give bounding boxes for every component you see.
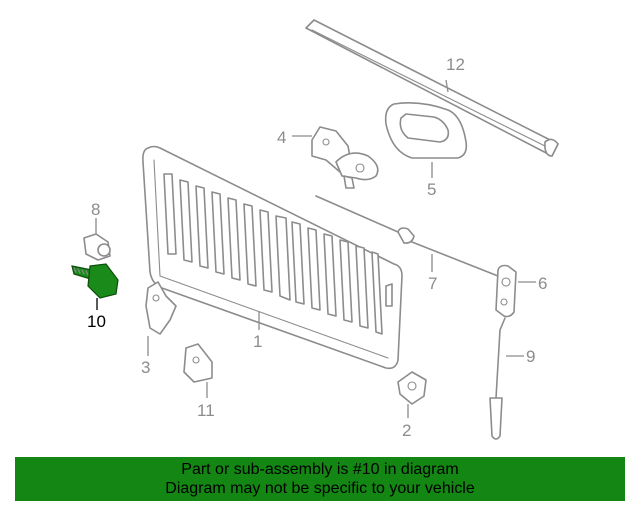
callout-11: 11 [197, 401, 215, 420]
banner-line-2: Diagram may not be specific to your vehi… [165, 480, 475, 497]
tailgate-latch[interactable] [495, 264, 517, 318]
latch-rod[interactable] [315, 195, 499, 277]
callout-6: 6 [538, 274, 547, 293]
top-trim-rail[interactable] [305, 19, 559, 157]
callout-1: 1 [253, 332, 262, 351]
banner-line-1: Part or sub-assembly is #10 in diagram [181, 461, 459, 478]
parts-diagram: 12 4 5 8 7 6 10 1 3 9 11 2 [71, 19, 559, 440]
callout-4: 4 [277, 128, 286, 147]
callout-9: 9 [526, 347, 535, 366]
hinge-bracket[interactable] [183, 343, 213, 383]
callout-12: 12 [446, 55, 465, 74]
latch-bracket[interactable] [311, 126, 379, 189]
callout-5: 5 [427, 180, 436, 199]
tailgate-handle[interactable] [384, 102, 468, 159]
support-cable[interactable] [489, 317, 506, 440]
callout-3: 3 [141, 358, 150, 377]
bolt-highlighted[interactable] [71, 263, 119, 299]
notice-banner: Part or sub-assembly is #10 in diagram D… [15, 457, 625, 501]
callout-10[interactable]: 10 [87, 312, 106, 331]
callout-8: 8 [91, 200, 100, 219]
tailgate-panel[interactable] [142, 145, 403, 370]
pivot-bracket[interactable] [397, 371, 427, 405]
hinge-pin[interactable] [83, 233, 111, 261]
callout-7: 7 [428, 274, 437, 293]
callout-2: 2 [402, 421, 411, 440]
tailgate-hinge[interactable] [145, 281, 177, 335]
leader-12 [445, 79, 449, 93]
